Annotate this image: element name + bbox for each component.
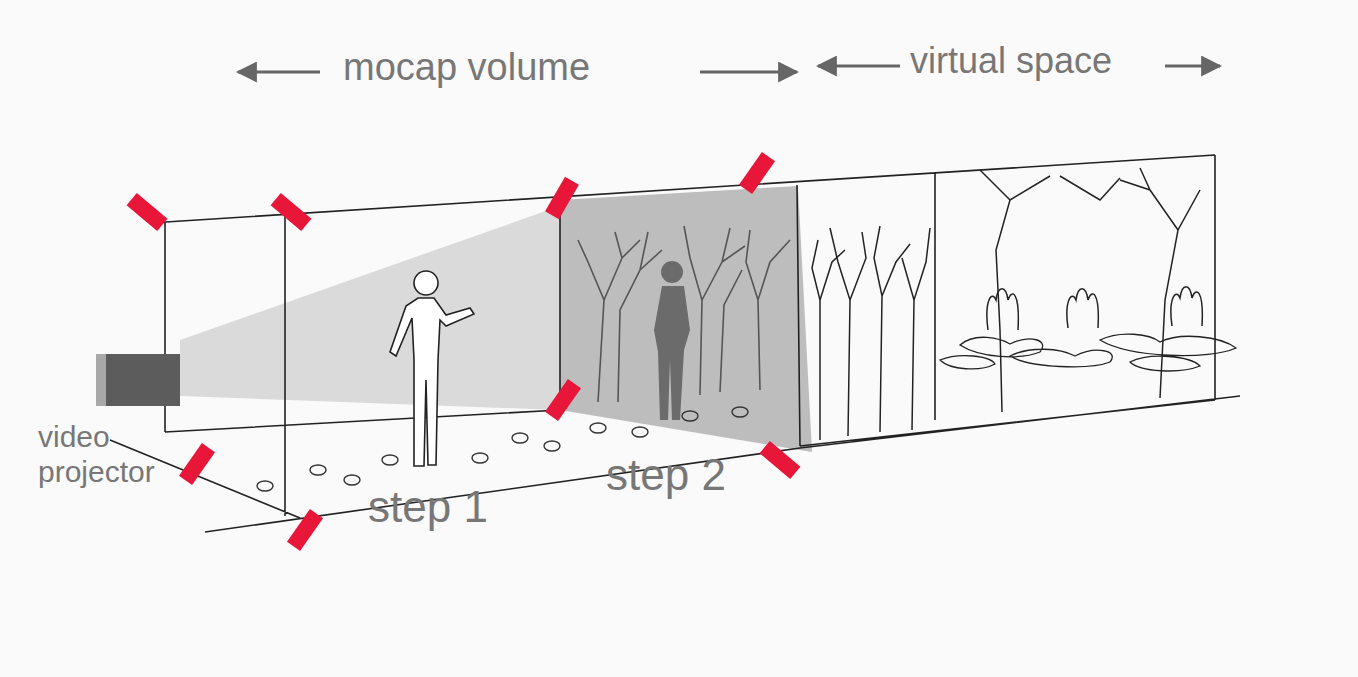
- projection-cone: [180, 206, 560, 410]
- dimension-arrow: [238, 71, 320, 74]
- footprint: [590, 423, 606, 433]
- mocap-camera: [127, 193, 168, 231]
- footprint: [512, 433, 528, 443]
- footprint: [544, 441, 560, 451]
- footprint: [732, 407, 748, 417]
- video-projector: [96, 354, 180, 406]
- footprint: [257, 481, 273, 491]
- step-label: step 2: [606, 450, 726, 501]
- footprint: [344, 475, 360, 485]
- mocap-camera: [545, 379, 581, 421]
- footprint: [310, 465, 326, 475]
- mocap-cameras: [127, 152, 801, 551]
- dimension-label: virtual space: [910, 40, 1112, 81]
- mocap-box-outline: [110, 155, 1240, 532]
- dimension-arrow: [700, 71, 797, 74]
- person-figure: [390, 298, 474, 466]
- dimension-label: mocap volume: [343, 46, 590, 90]
- leaf-sketch: [940, 334, 1236, 371]
- dimension-arrow: [1165, 65, 1220, 68]
- tree-sketch: [812, 168, 1200, 440]
- step-label: step 1: [368, 482, 488, 533]
- mocap-camera: [545, 177, 579, 220]
- footprint: [472, 453, 488, 463]
- mocap-camera: [287, 509, 323, 551]
- mocap-camera: [271, 193, 312, 231]
- dimension-arrow: [818, 65, 900, 68]
- projection-screen: [560, 186, 812, 452]
- person-head: [661, 261, 683, 283]
- mocap-camera: [760, 441, 801, 479]
- projector-face: [96, 354, 106, 406]
- footprint: [682, 411, 698, 421]
- person-head: [414, 271, 438, 295]
- mocap-camera: [179, 443, 215, 485]
- bush-sketch: [987, 287, 1202, 330]
- footprint: [632, 427, 648, 437]
- footprint: [382, 455, 398, 465]
- component-label: video projector: [38, 420, 178, 489]
- person-silhouette: [654, 286, 690, 420]
- mocap-camera: [739, 152, 775, 194]
